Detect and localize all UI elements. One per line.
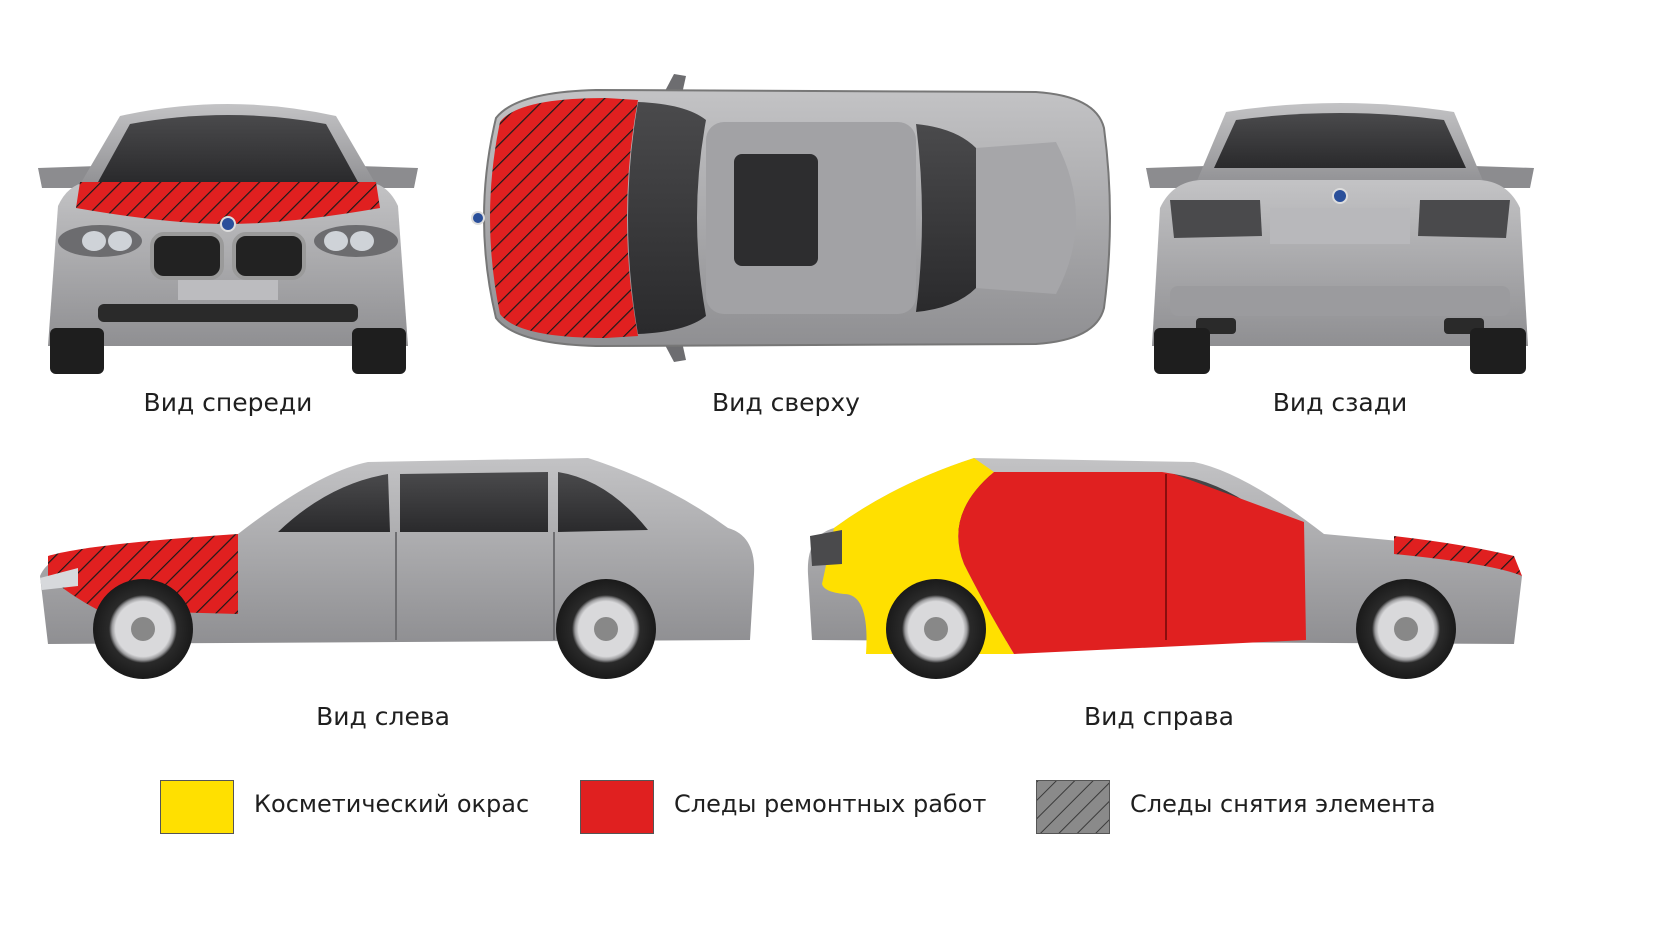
legend-swatch-cosmetic bbox=[160, 780, 234, 834]
grille-left bbox=[150, 232, 224, 280]
left-view: Вид слева bbox=[28, 444, 768, 731]
taillight-right bbox=[1418, 200, 1510, 238]
rear-view-caption: Вид сзади bbox=[1272, 388, 1408, 417]
front-view-caption: Вид спереди bbox=[143, 388, 313, 417]
front-view: Вид спереди bbox=[28, 96, 428, 417]
rear-view: Вид сзади bbox=[1140, 96, 1540, 417]
grille-right bbox=[232, 232, 306, 280]
sunroof bbox=[734, 154, 818, 266]
left-view-caption: Вид слева bbox=[316, 702, 450, 731]
legend-label-removal: Следы снятия элемента bbox=[1130, 790, 1436, 818]
left-fender-hatched bbox=[48, 534, 238, 614]
legend-swatch-repair bbox=[580, 780, 654, 834]
hood-hatched bbox=[76, 182, 380, 224]
right-view-caption: Вид справа bbox=[1084, 702, 1234, 731]
top-view: Вид сверху bbox=[456, 68, 1176, 417]
top-hood-hatched bbox=[490, 98, 638, 338]
logo bbox=[220, 216, 236, 232]
top-view-caption: Вид сверху bbox=[712, 388, 860, 417]
legend-label-repair: Следы ремонтных работ bbox=[674, 790, 987, 818]
taillight-left bbox=[1170, 200, 1262, 238]
legend-swatch-removal bbox=[1036, 780, 1110, 834]
right-fender-hatched bbox=[1394, 536, 1522, 576]
rear-glass bbox=[1214, 113, 1466, 168]
legend-label-cosmetic: Косметический окрас bbox=[254, 790, 530, 818]
right-view: Вид справа bbox=[794, 444, 1534, 731]
windshield bbox=[98, 115, 358, 182]
right-doors-red bbox=[958, 472, 1306, 654]
